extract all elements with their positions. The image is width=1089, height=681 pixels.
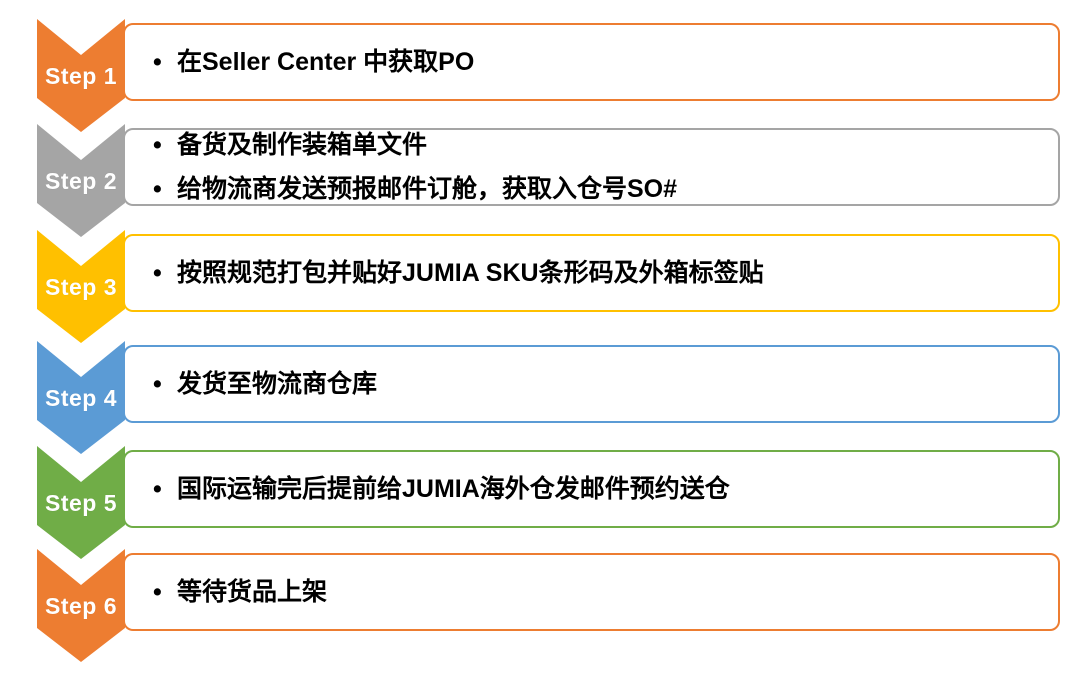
bullet-icon: • [153,578,162,606]
step-row-2: Step 2 • 备货及制作装箱单文件 • 给物流商发送预报邮件订舱，获取入仓号… [37,124,1060,237]
step-row-1: Step 1 • 在Seller Center 中获取PO [37,19,1060,132]
step-chevron-5: Step 5 [37,446,125,559]
step-chevron-2: Step 2 [37,124,125,237]
chevron-down-arrow-icon [37,230,125,343]
step-line: • 国际运输完后提前给JUMIA海外仓发邮件预约送仓 [153,467,1058,511]
step-box: • 按照规范打包并贴好JUMIA SKU条形码及外箱标签贴 [123,234,1060,312]
step-lines: • 国际运输完后提前给JUMIA海外仓发邮件预约送仓 [153,467,1058,511]
step-box: • 国际运输完后提前给JUMIA海外仓发邮件预约送仓 [123,450,1060,528]
step-box: • 备货及制作装箱单文件 • 给物流商发送预报邮件订舱，获取入仓号SO# [123,128,1060,206]
step-label: Step 6 [44,593,118,619]
step-box: • 等待货品上架 [123,553,1060,631]
step-lines: • 按照规范打包并贴好JUMIA SKU条形码及外箱标签贴 [153,251,1058,295]
step-line: • 在Seller Center 中获取PO [153,40,1058,84]
step-text: 给物流商发送预报邮件订舱，获取入仓号SO# [177,175,678,203]
step-lines: • 等待货品上架 [153,570,1058,614]
step-text: 发货至物流商仓库 [177,370,378,398]
chevron-down-arrow-icon [37,124,125,237]
bullet-icon: • [153,370,162,398]
bullet-icon: • [153,48,162,76]
bullet-icon: • [153,259,162,287]
step-lines: • 发货至物流商仓库 [153,362,1058,406]
chevron-down-arrow-icon [37,549,125,662]
step-line: • 备货及制作装箱单文件 [153,123,1058,167]
step-label: Step 2 [44,168,118,194]
chevron-down-arrow-icon [37,19,125,132]
step-text: 备货及制作装箱单文件 [177,131,428,159]
step-label: Step 1 [44,63,118,89]
bullet-icon: • [153,475,162,503]
step-chevron-1: Step 1 [37,19,125,132]
step-lines: • 备货及制作装箱单文件 • 给物流商发送预报邮件订舱，获取入仓号SO# [153,123,1058,211]
chevron-down-arrow-icon [37,446,125,559]
bullet-icon: • [153,131,162,159]
step-label: Step 4 [44,385,118,411]
step-label: Step 5 [44,490,118,516]
step-chevron-4: Step 4 [37,341,125,454]
step-chevron-6: Step 6 [37,549,125,662]
step-box: • 在Seller Center 中获取PO [123,23,1060,101]
step-box: • 发货至物流商仓库 [123,345,1060,423]
step-text: 按照规范打包并贴好JUMIA SKU条形码及外箱标签贴 [177,259,764,287]
bullet-icon: • [153,175,162,203]
step-label: Step 3 [44,274,118,300]
step-row-3: Step 3 • 按照规范打包并贴好JUMIA SKU条形码及外箱标签贴 [37,230,1060,343]
step-row-4: Step 4 • 发货至物流商仓库 [37,341,1060,454]
step-text: 国际运输完后提前给JUMIA海外仓发邮件预约送仓 [177,475,730,503]
step-lines: • 在Seller Center 中获取PO [153,40,1058,84]
step-text: 在Seller Center 中获取PO [177,48,475,76]
step-chevron-3: Step 3 [37,230,125,343]
step-row-5: Step 5 • 国际运输完后提前给JUMIA海外仓发邮件预约送仓 [37,446,1060,559]
step-text: 等待货品上架 [177,578,328,606]
step-line: • 等待货品上架 [153,570,1058,614]
step-line: • 发货至物流商仓库 [153,362,1058,406]
step-line: • 给物流商发送预报邮件订舱，获取入仓号SO# [153,167,1058,211]
step-row-6: Step 6 • 等待货品上架 [37,549,1060,662]
step-line: • 按照规范打包并贴好JUMIA SKU条形码及外箱标签贴 [153,251,1058,295]
chevron-down-arrow-icon [37,341,125,454]
